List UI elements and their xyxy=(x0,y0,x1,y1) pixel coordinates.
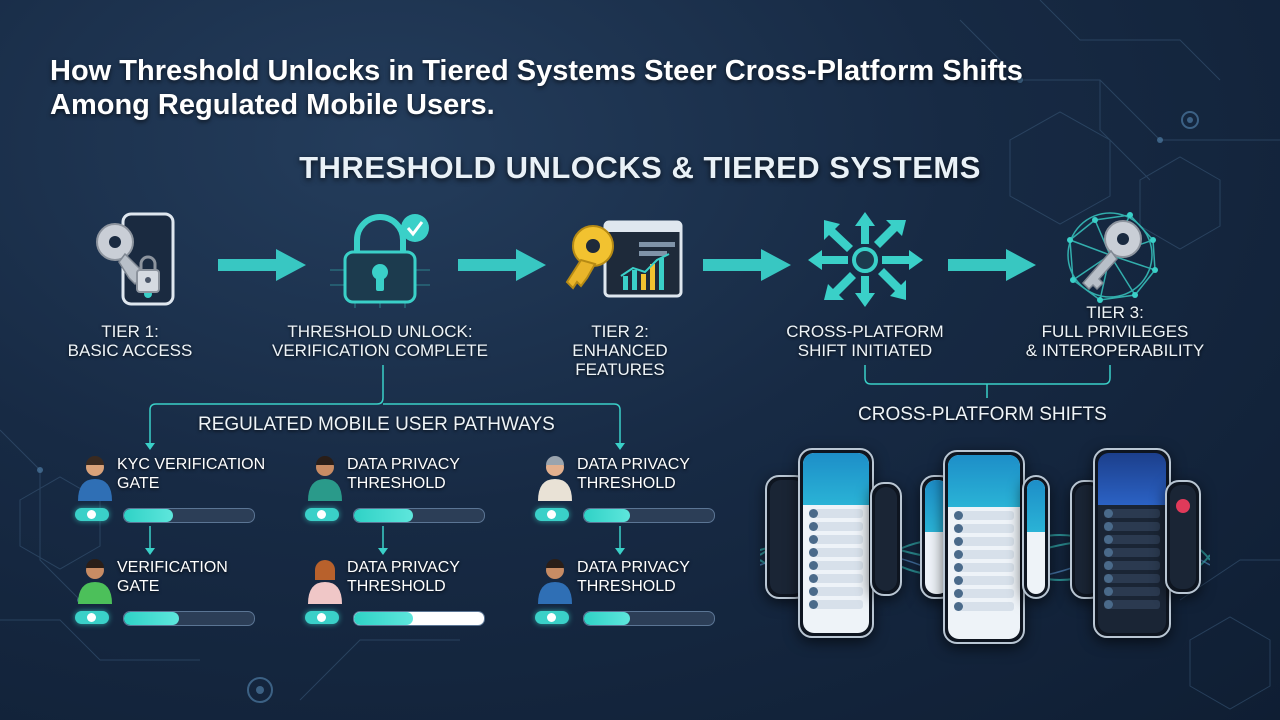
stage-label-threshold-unlock: THRESHOLD UNLOCK:VERIFICATION COMPLETE xyxy=(272,322,488,360)
title-line-2: Among Regulated Mobile Users. xyxy=(50,89,495,121)
pathway-sublabel: THRESHOLD xyxy=(577,475,676,492)
user-avatar-icon xyxy=(538,559,572,604)
user-avatar-icon xyxy=(78,456,112,501)
pathway-progress-bar xyxy=(583,611,715,626)
flow-arrow-1 xyxy=(218,249,306,281)
phone-key-icon xyxy=(96,212,175,306)
pathway-toggle[interactable] xyxy=(75,508,109,521)
pathway-toggle[interactable] xyxy=(75,611,109,624)
pathways-heading: REGULATED MOBILE USER PATHWAYS xyxy=(198,414,555,435)
progress-fill xyxy=(584,612,630,625)
progress-fill xyxy=(354,612,413,625)
pathway-label: DATA PRIVACY xyxy=(577,559,690,576)
user-avatar-icon xyxy=(538,456,572,501)
pathway-toggle[interactable] xyxy=(305,508,339,521)
flow-arrow-2 xyxy=(458,249,546,281)
pathway-item-verification: VERIFICATION GATE xyxy=(75,558,305,638)
pathway-progress-bar xyxy=(583,508,715,523)
pathway-progress-bar xyxy=(353,508,485,523)
pathway-sublabel: THRESHOLD xyxy=(347,475,446,492)
pathway-sublabel: THRESHOLD xyxy=(347,578,446,595)
pathway-toggle[interactable] xyxy=(305,611,339,624)
arrows-burst-icon xyxy=(808,212,923,307)
user-avatar-icon xyxy=(308,560,342,604)
user-avatar-icon xyxy=(78,559,112,604)
pathway-label: DATA PRIVACY xyxy=(347,559,460,576)
section-subtitle: THRESHOLD UNLOCKS & TIERED SYSTEMS xyxy=(299,150,981,185)
pathway-label: DATA PRIVACY xyxy=(347,456,460,473)
user-avatar-icon xyxy=(308,456,342,501)
pathway-item-data-privacy-3: DATA PRIVACY THRESHOLD xyxy=(305,558,535,638)
flow-arrow-4 xyxy=(948,249,1036,281)
pathway-label: KYC VERIFICATION xyxy=(117,456,266,473)
pathway-item-data-privacy-1: DATA PRIVACY THRESHOLD xyxy=(305,455,535,535)
page-title: How Threshold Unlocks in Tiered Systems … xyxy=(50,54,1200,122)
phone-mockup-3 xyxy=(1093,448,1171,638)
stage-label-tier-3: TIER 3:FULL PRIVILEGES& INTEROPERABILITY xyxy=(1025,303,1205,360)
stage-label-tier-1: TIER 1:BASIC ACCESS xyxy=(67,322,193,360)
progress-fill xyxy=(584,509,630,522)
flow-arrow-3 xyxy=(703,249,791,281)
title-line-1: How Threshold Unlocks in Tiered Systems … xyxy=(50,55,1023,87)
phone-mockup-back-2 xyxy=(870,482,902,596)
phone-mockup-1 xyxy=(798,448,874,638)
padlock-check-icon xyxy=(330,214,430,308)
phone-mockup-back-6 xyxy=(1165,480,1201,594)
pathway-item-kyc: KYC VERIFICATION GATE xyxy=(75,455,305,535)
pathway-progress-bar xyxy=(123,508,255,523)
pathway-item-data-privacy-4: DATA PRIVACY THRESHOLD xyxy=(535,558,765,638)
key-chart-icon xyxy=(565,220,683,298)
cross-platform-heading: CROSS-PLATFORM SHIFTS xyxy=(858,404,1107,425)
pathway-progress-bar xyxy=(353,611,485,626)
pathway-label: DATA PRIVACY xyxy=(577,456,690,473)
cross-platform-phones xyxy=(760,440,1210,650)
network-key-icon xyxy=(1067,212,1158,303)
progress-fill xyxy=(124,612,179,625)
pathway-toggle[interactable] xyxy=(535,611,569,624)
pathway-progress-bar xyxy=(123,611,255,626)
pathway-sublabel: GATE xyxy=(117,475,160,492)
pathway-item-data-privacy-2: DATA PRIVACY THRESHOLD xyxy=(535,455,765,535)
phone-mockup-back-4 xyxy=(1022,475,1050,599)
phone-mockup-2 xyxy=(943,450,1025,644)
progress-fill xyxy=(354,509,413,522)
pathway-toggle[interactable] xyxy=(535,508,569,521)
pathway-sublabel: THRESHOLD xyxy=(577,578,676,595)
progress-fill xyxy=(124,509,174,522)
pathway-label: VERIFICATION xyxy=(117,559,228,576)
pathway-sublabel: GATE xyxy=(117,578,160,595)
